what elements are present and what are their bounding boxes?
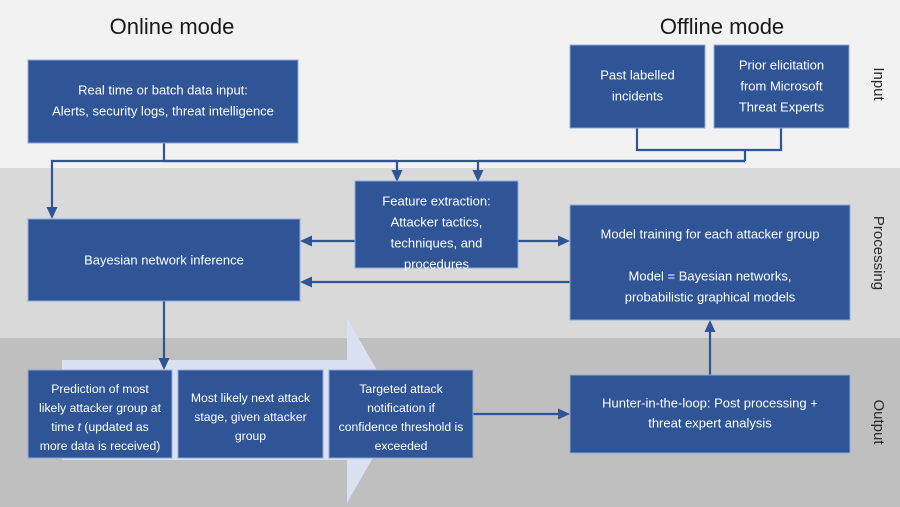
node-targeted-attack-notification[interactable]: Targeted attack notification if confiden… xyxy=(328,369,474,459)
title-offline-mode: Offline mode xyxy=(660,14,784,39)
node-prior-elicitation-rect[interactable] xyxy=(713,44,850,129)
connector-group xyxy=(46,128,783,420)
connector-offline-junction-to-bayesian-inference xyxy=(50,159,745,211)
node-prediction-attacker-group-label-2: likely attacker group at xyxy=(39,401,162,415)
node-hunter-in-the-loop[interactable]: Hunter-in-the-loop: Post processing + th… xyxy=(569,374,851,454)
node-prior-elicitation-label: Prior elicitation xyxy=(739,57,824,72)
node-hunter-in-the-loop-rect[interactable] xyxy=(569,374,851,454)
node-past-labelled-incidents[interactable]: Past labelled incidents xyxy=(569,44,706,129)
node-feature-extraction-label-4: procedures xyxy=(404,256,470,271)
arrowhead-notification-to-hunter xyxy=(558,408,570,420)
node-real-time-data-input-label: Real time or batch data input: xyxy=(78,82,248,97)
band-label-processing: Processing xyxy=(870,216,887,290)
node-prediction-attacker-group-rect[interactable] xyxy=(27,369,173,459)
node-past-labelled-incidents-label-2: incidents xyxy=(612,88,664,103)
node-bayesian-network-inference-label: Bayesian network inference xyxy=(84,252,244,267)
node-prior-elicitation-label-3: Threat Experts xyxy=(739,99,825,114)
node-next-attack-stage-rect[interactable] xyxy=(177,369,324,459)
connector-past-incidents-to-junction xyxy=(635,128,745,152)
node-targeted-attack-notification-label-2: notification if xyxy=(367,401,435,415)
node-prediction-attacker-group-label-3: time t (updated as xyxy=(51,420,149,434)
node-bayesian-network-inference[interactable]: Bayesian network inference xyxy=(27,218,301,302)
arrowhead-feature-extraction-to-bayesian-inference xyxy=(300,235,312,247)
band-label-output: Output xyxy=(870,399,887,445)
mode-title-group: Online mode Offline mode xyxy=(110,14,785,39)
node-real-time-data-input-label-2: Alerts, security logs, threat intelligen… xyxy=(52,103,274,118)
node-targeted-attack-notification-label-3: confidence threshold is xyxy=(339,420,464,434)
node-feature-extraction-label: Feature extraction: xyxy=(382,193,490,208)
node-next-attack-stage[interactable]: Most likely next attack stage, given att… xyxy=(177,369,324,459)
band-label-group: Input Processing Output xyxy=(870,67,887,445)
node-hunter-in-the-loop-label-2: threat expert analysis xyxy=(648,415,772,430)
arrowhead-data-input-to-feature-extraction xyxy=(391,170,403,182)
band-label-input: Input xyxy=(870,67,887,101)
node-model-training-label-3: Model = Bayesian networks, xyxy=(629,268,792,283)
arrowhead-offline-junction-to-bayesian-inference xyxy=(46,207,58,219)
node-bayesian-network-inference-rect[interactable] xyxy=(27,218,301,302)
arrowhead-hunter-to-model-training xyxy=(704,320,716,332)
node-past-labelled-incidents-rect[interactable] xyxy=(569,44,706,129)
node-prediction-attacker-group-label-4: more data is received) xyxy=(40,439,161,453)
node-model-training-label-4: probabilistic graphical models xyxy=(625,289,796,304)
node-real-time-data-input-rect[interactable] xyxy=(27,59,299,144)
title-online-mode: Online mode xyxy=(110,14,235,39)
node-model-training-rect[interactable] xyxy=(569,204,851,321)
node-past-labelled-incidents-label: Past labelled xyxy=(600,67,674,82)
arrowhead-model-training-to-bayesian-inference xyxy=(300,276,312,288)
node-model-training[interactable]: Model training for each attacker group M… xyxy=(569,204,851,321)
node-prior-elicitation[interactable]: Prior elicitation from Microsoft Threat … xyxy=(713,44,850,129)
node-targeted-attack-notification-rect[interactable] xyxy=(328,369,474,459)
node-prediction-attacker-group[interactable]: Prediction of most likely attacker group… xyxy=(27,369,173,459)
prediction-line3-italic-t: t xyxy=(78,420,82,434)
connector-prior-elicitation-to-junction xyxy=(745,128,783,152)
node-feature-extraction-rect[interactable] xyxy=(354,180,519,269)
node-model-training-label: Model training for each attacker group xyxy=(601,226,820,241)
node-targeted-attack-notification-label-4: exceeded xyxy=(375,439,428,453)
arrowhead-feature-extraction-to-model-training xyxy=(558,235,570,247)
node-prior-elicitation-label-2: from Microsoft xyxy=(740,78,823,93)
node-prediction-attacker-group-label: Prediction of most xyxy=(51,382,149,396)
node-feature-extraction-label-2: Attacker tactics, xyxy=(391,214,483,229)
node-targeted-attack-notification-label: Targeted attack xyxy=(359,382,443,396)
arrowhead-bayesian-inference-to-prediction xyxy=(158,358,170,370)
node-feature-extraction[interactable]: Feature extraction: Attacker tactics, te… xyxy=(354,180,519,271)
node-real-time-data-input[interactable]: Real time or batch data input: Alerts, s… xyxy=(27,59,299,144)
prediction-line3-part1: time xyxy=(51,420,77,434)
node-next-attack-stage-label: Most likely next attack xyxy=(191,391,311,405)
node-next-attack-stage-label-3: group xyxy=(235,429,266,443)
prediction-line3-part2: (updated as xyxy=(81,420,149,434)
node-feature-extraction-label-3: techniques, and xyxy=(391,235,483,250)
node-hunter-in-the-loop-label: Hunter-in-the-loop: Post processing + xyxy=(602,395,818,410)
arrowhead-offline-junction-to-feature-extraction xyxy=(472,170,484,182)
node-next-attack-stage-label-2: stage, given attacker xyxy=(194,410,306,424)
